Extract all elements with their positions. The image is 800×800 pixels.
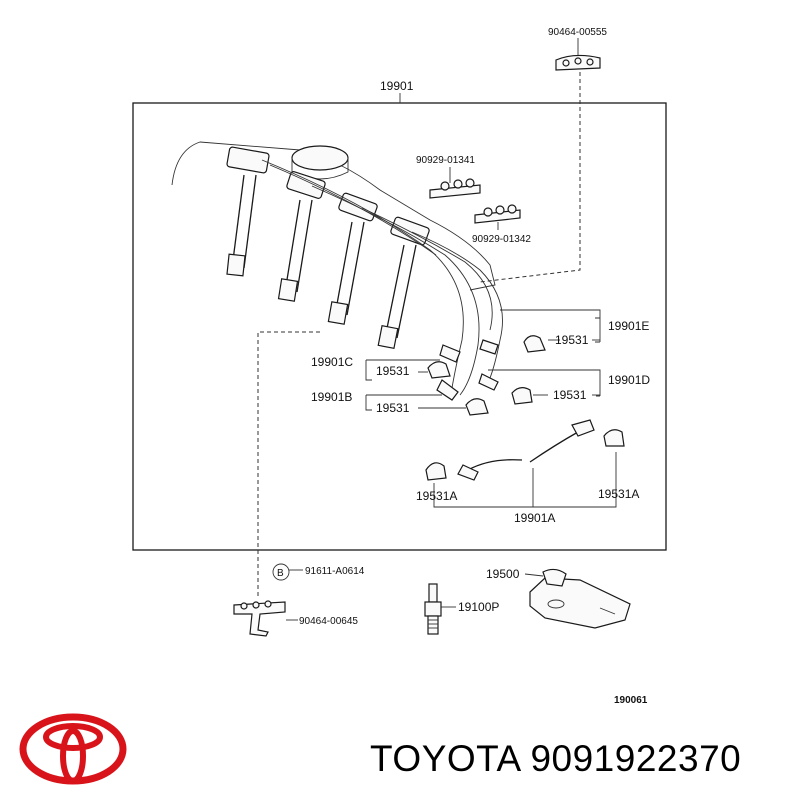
label-19901D: 19901D [608,373,650,387]
label-19500: 19500 [486,567,520,581]
label-19531-e: 19531 [555,333,589,347]
boot-19531A-left [425,462,447,481]
bracket-19901E [595,317,601,343]
assembly-frame [132,102,667,551]
clamp-90464-00555 [555,54,601,71]
engine-cover-outline [171,141,496,291]
label-19901A: 19901A [514,511,555,525]
bracket-19901A [433,452,617,508]
label-90464-00645: 90464-00645 [299,616,358,627]
label-19531A-right: 19531A [598,487,639,501]
label-19531-b: 19531 [376,401,410,415]
label-19901B: 19901B [311,390,352,404]
wire-end-terminals [436,339,499,401]
label-19901E: 19901E [608,319,649,333]
dashed-leader-90464-00555 [479,72,581,283]
clamp-90929-01341 [429,178,481,199]
label-19901: 19901 [380,79,414,93]
toyota-logo-icon [19,713,127,785]
label-91611-A0614: 91611-A0614 [305,566,365,577]
diagram-code: 190061 [614,695,648,706]
label-90929-01342: 90929-01342 [472,234,531,245]
callout-b: B [277,568,284,579]
boot-19531-b [465,398,489,416]
clamp-90929-01342 [474,204,521,224]
spark-plug-19100P [424,583,442,635]
leader-19901E [500,309,601,318]
label-90464-00555: 90464-00555 [548,27,607,38]
label-19901C: 19901C [311,355,353,369]
product-title: TOYOTA 9091922370 [370,738,742,779]
callout-b-circle [272,563,290,581]
boot-19531-d [511,387,533,405]
clamp-90464-00645 [233,600,286,637]
bracket-19901C [365,360,372,381]
bracket-19901B [365,395,372,411]
oil-cap-top [291,145,349,171]
label-19100P: 19100P [458,600,499,614]
label-90929-01341: 90929-01341 [416,155,475,166]
boot-19531-c [427,361,451,379]
plug-boots [226,174,417,350]
label-19531A-left: 19531A [416,489,457,503]
label-19531-c: 19531 [376,364,410,378]
label-19531-d: 19531 [553,388,587,402]
boot-19531A-right [603,429,625,447]
ignition-coil-19500 [529,568,631,629]
wire-19901A [457,419,595,481]
bracket-19901D [596,372,601,397]
boot-19531-e [523,335,546,353]
dashed-leader-90464-00645 [257,331,320,598]
